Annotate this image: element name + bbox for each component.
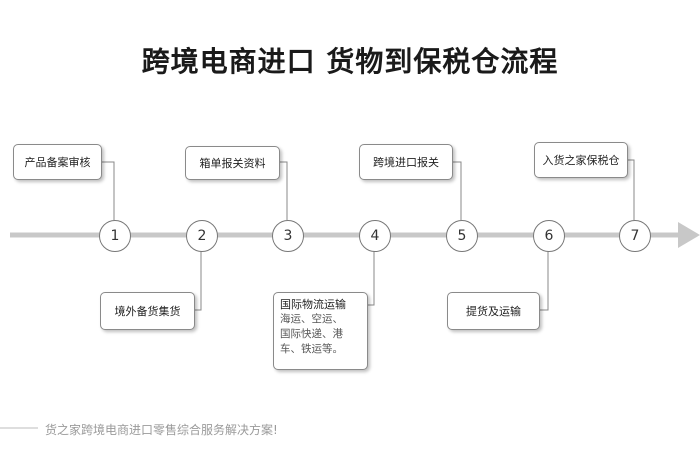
page-title: 跨境电商进口 货物到保税仓流程 <box>141 45 559 78</box>
connector-5 <box>451 161 462 220</box>
step-node-1: 1 <box>99 220 131 252</box>
step-node-4: 4 <box>359 220 391 252</box>
step-detail-4-line2: 国际快递、港 <box>280 328 343 340</box>
step-detail-4-line3: 车、铁运等。 <box>280 343 343 355</box>
step-node-2: 2 <box>186 220 218 252</box>
step-detail-4-line1: 海运、空运、 <box>280 313 343 325</box>
step-box-4: 国际物流运输 海运、空运、 国际快递、港 车、铁运等。 <box>273 292 368 370</box>
step-box-5: 跨境进口报关 <box>359 144 453 180</box>
connector-1 <box>100 161 115 220</box>
step-label-1: 产品备案审核 <box>24 156 91 169</box>
step-label-3: 箱单报关资料 <box>199 157 266 170</box>
step-box-3: 箱单报关资料 <box>185 146 280 180</box>
step-label-6: 提货及运输 <box>466 305 521 318</box>
connector-2 <box>193 250 202 311</box>
step-node-5: 5 <box>446 220 478 252</box>
step-label-7: 入货之家保税仓 <box>542 154 620 167</box>
step-box-2: 境外备货集货 <box>100 292 195 330</box>
step-box-6: 提货及运输 <box>447 292 540 330</box>
step-label-5: 跨境进口报关 <box>373 156 439 169</box>
connector-3 <box>278 161 288 220</box>
step-label-2: 境外备货集货 <box>114 305 181 318</box>
step-node-6: 6 <box>533 220 565 252</box>
timeline-arrow-icon <box>678 222 700 248</box>
connector-7 <box>626 159 635 220</box>
step-label-4: 国际物流运输 <box>280 298 346 311</box>
step-node-7: 7 <box>619 220 651 252</box>
step-node-3: 3 <box>272 220 304 252</box>
step-box-1: 产品备案审核 <box>13 144 102 180</box>
footer-text: 货之家跨境电商进口零售综合服务解决方案! <box>45 423 278 437</box>
connector-6 <box>538 250 549 311</box>
step-box-7: 入货之家保税仓 <box>534 142 628 178</box>
connector-4 <box>366 250 375 306</box>
